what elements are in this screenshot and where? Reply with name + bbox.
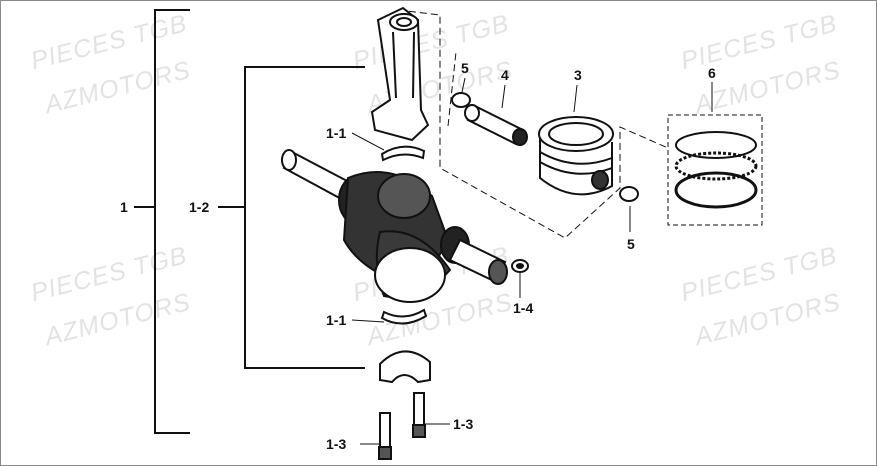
bracket-assembly bbox=[154, 9, 190, 434]
bolt-right-illustration bbox=[412, 392, 426, 438]
bearing-upper-illustration bbox=[380, 145, 426, 162]
callout-piston-pin: 4 bbox=[501, 67, 509, 83]
callout-bearing-lower: 1-1 bbox=[326, 312, 347, 328]
washer-illustration bbox=[511, 259, 529, 273]
callout-piston: 3 bbox=[574, 67, 582, 83]
piston-rings-illustration bbox=[667, 114, 763, 226]
guide-lines bbox=[397, 9, 669, 239]
callout-crank-assembly: 1-2 bbox=[189, 199, 210, 215]
bolt-left-illustration bbox=[378, 412, 392, 460]
callout-bearing-upper: 1-1 bbox=[326, 125, 347, 141]
callout-clip-bottom: 5 bbox=[627, 236, 635, 252]
callout-bolt-right: 1-3 bbox=[453, 416, 474, 432]
callout-assembly: 1 bbox=[120, 199, 128, 215]
piston-illustration bbox=[538, 116, 614, 196]
bracket-crank-assembly bbox=[244, 66, 365, 369]
clip-bottom-illustration bbox=[619, 186, 639, 202]
callout-piston-rings: 6 bbox=[708, 65, 716, 81]
connecting-rod-illustration bbox=[370, 6, 430, 142]
callout-bolt-left: 1-3 bbox=[326, 436, 347, 452]
callout-clip-top: 5 bbox=[461, 60, 469, 76]
piston-pin-illustration bbox=[464, 104, 528, 146]
bearing-lower-illustration bbox=[380, 308, 428, 325]
crankshaft-illustration bbox=[281, 149, 508, 303]
clip-top-illustration bbox=[451, 92, 471, 108]
callout-washer: 1-4 bbox=[513, 300, 534, 316]
bearing-cap-illustration bbox=[379, 350, 431, 384]
